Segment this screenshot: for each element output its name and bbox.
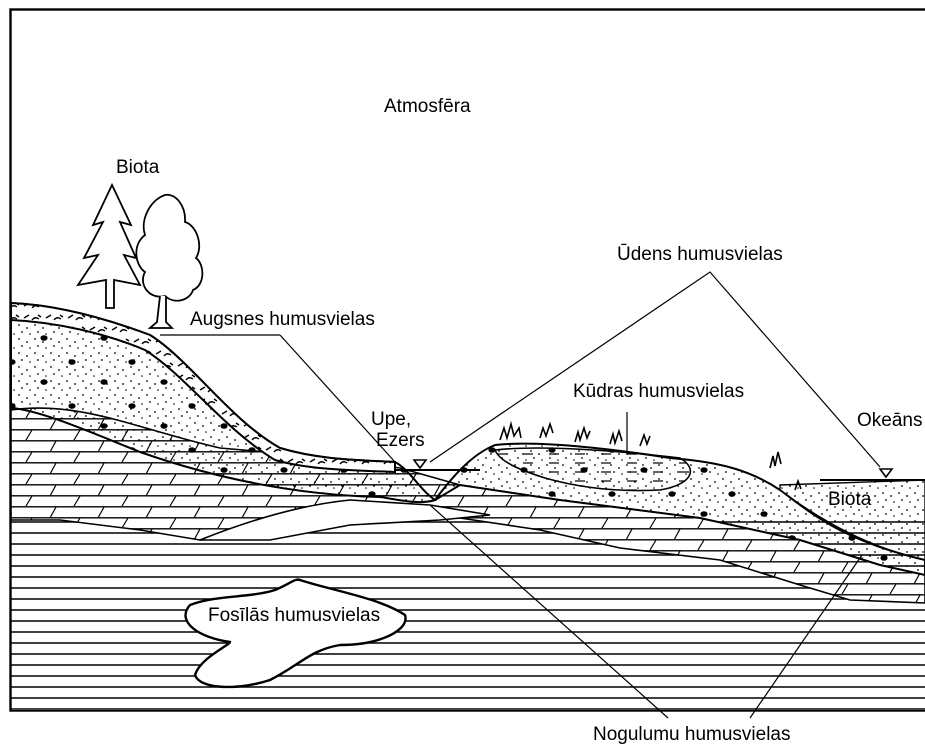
label-fossil-humus: Fosīlās humusvielas xyxy=(208,605,380,626)
label-soil-humus: Augsnes humusvielas xyxy=(190,309,375,330)
label-biota-land: Biota xyxy=(116,157,160,178)
lake-water-marker xyxy=(414,460,426,468)
label-atmosphere: Atmosfēra xyxy=(384,96,471,117)
label-biota-sea: Biota xyxy=(828,489,872,510)
label-river-line1: Upe, xyxy=(371,409,411,430)
label-peat-humus: Kūdras humusvielas xyxy=(573,381,744,402)
conifer-tree-icon xyxy=(78,185,140,308)
label-ocean: Okeāns xyxy=(857,410,922,431)
label-sediment-humus: Nogulumu humusvielas xyxy=(593,724,791,745)
ocean-water-marker xyxy=(880,469,892,477)
label-river-line2: Ezers xyxy=(376,430,425,451)
label-water-humus: Ūdens humusvielas xyxy=(617,244,783,265)
